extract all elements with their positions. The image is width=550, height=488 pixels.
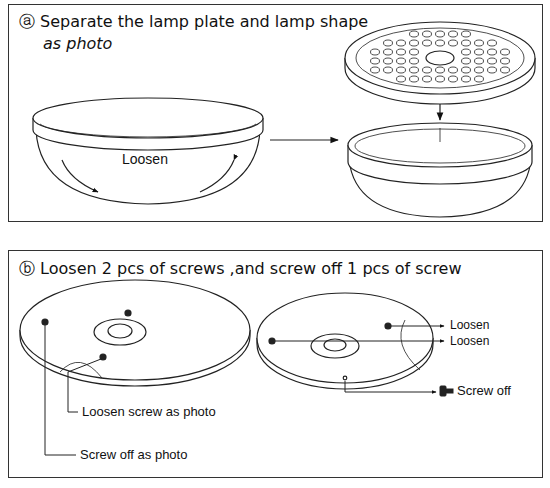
callout-label: Loosen: [450, 335, 489, 348]
screw-symbol: [440, 386, 453, 396]
callout-label: Loosen: [122, 152, 168, 167]
step-panel: ⓐ Separate the lamp plate and lamp shape…: [8, 4, 543, 222]
lamp-plate: [345, 22, 535, 104]
step-arrow: [270, 139, 338, 140]
lamp-shape: [348, 123, 532, 217]
plate-left: [20, 280, 250, 386]
leader-lines: [45, 325, 444, 455]
step-panel: ⓑ Loosen 2 pcs of screws ,and screw off …: [8, 250, 543, 478]
callout-label: Screw off as photo: [80, 448, 187, 462]
step-title: ⓑ Loosen 2 pcs of screws ,and screw off …: [19, 260, 462, 278]
step-subtitle: as photo: [43, 35, 112, 53]
lamp-assembled: [33, 98, 263, 204]
callout-label: Screw off: [457, 384, 511, 398]
callout-label: Loosen screw as photo: [82, 405, 216, 419]
callout-label: Loosen: [450, 319, 489, 332]
step-title: ⓐ Separate the lamp plate and lamp shape: [19, 13, 368, 31]
